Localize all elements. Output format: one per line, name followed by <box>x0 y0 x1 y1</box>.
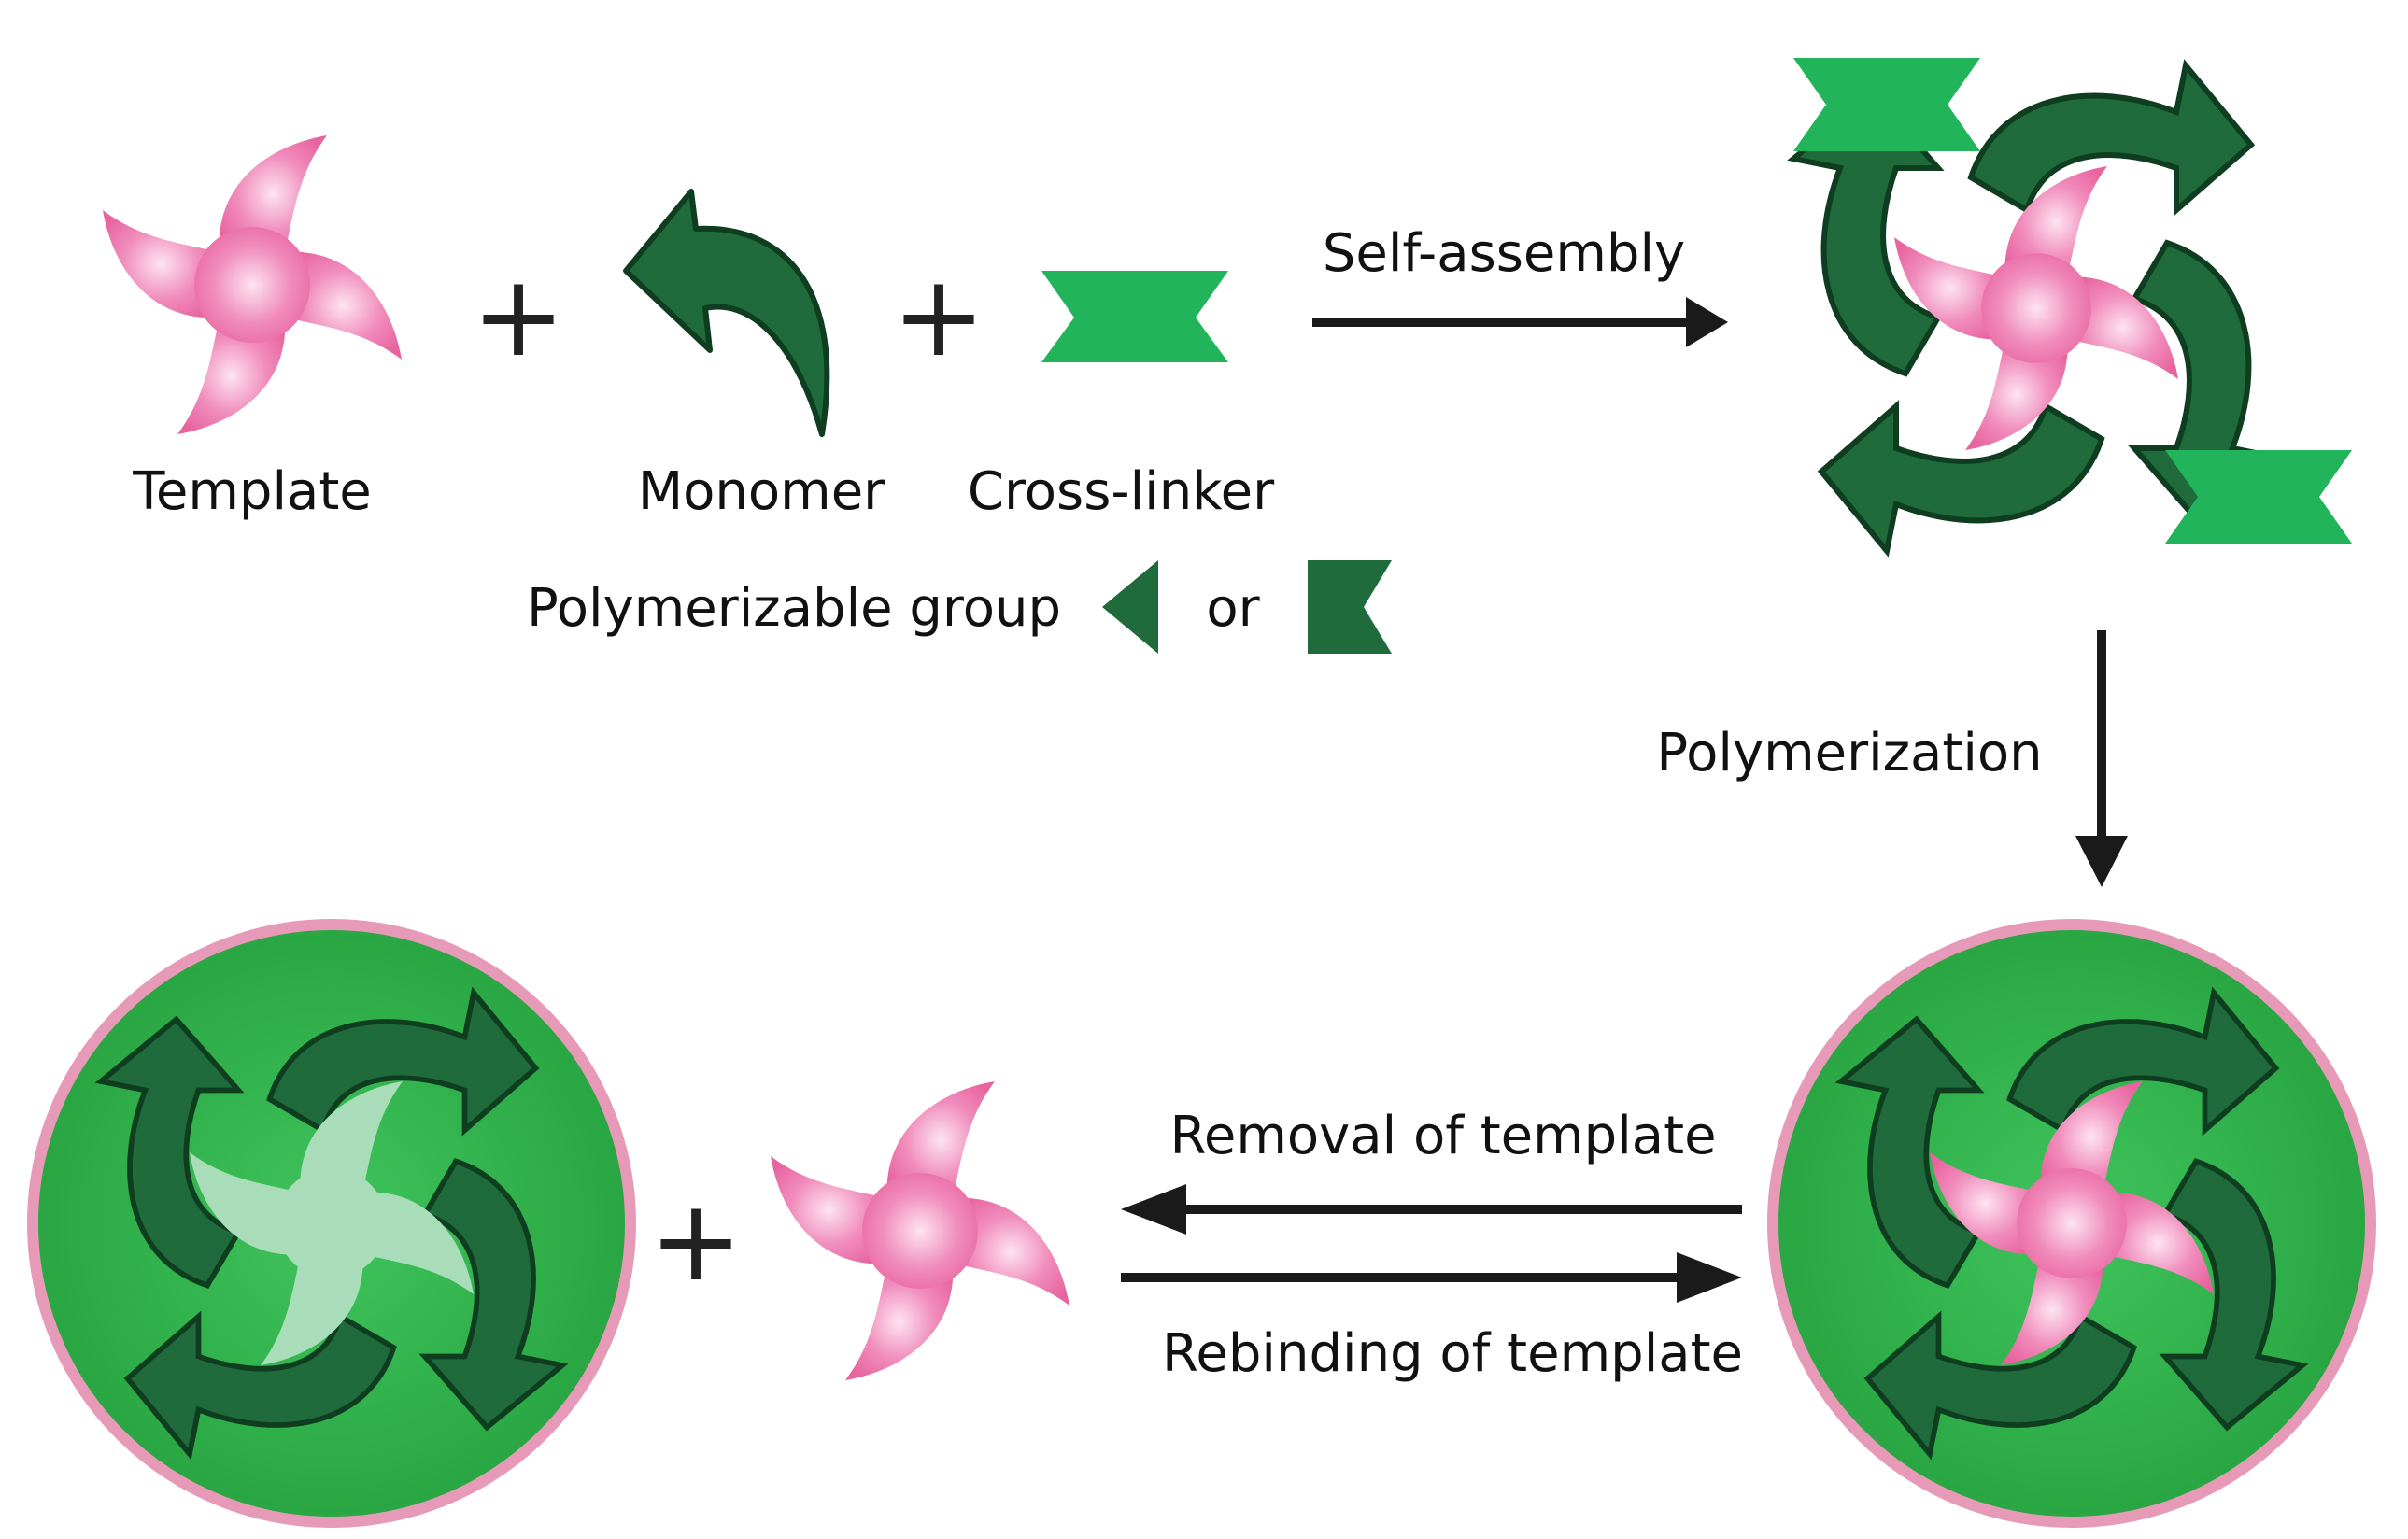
rebinding-arrowhead <box>1677 1252 1742 1303</box>
polymerizable-group-triangle <box>1102 560 1158 654</box>
polymerizable-group-notch <box>1308 560 1392 654</box>
cross-linker-shape <box>1041 271 1228 362</box>
template-label: Template <box>132 461 372 522</box>
imprinted-polymer-bound <box>1767 919 2376 1528</box>
or-label: or <box>1206 578 1260 639</box>
rebinding-label: Rebinding of template <box>1162 1323 1743 1384</box>
cross-linker-bottom <box>2165 450 2352 544</box>
self-assembly-arrowhead <box>1686 297 1728 347</box>
imprinted-polymer-empty <box>27 919 636 1528</box>
monomer-shape <box>623 189 830 437</box>
plus-sign-3: + <box>649 1177 744 1306</box>
template-shape <box>103 135 402 434</box>
polymerization-arrowhead <box>2075 836 2128 887</box>
self-assembly-label: Self-assembly <box>1323 223 1685 284</box>
released-template <box>771 1081 1069 1380</box>
polymerizable-group-label: Polymerizable group <box>527 578 1061 639</box>
plus-sign-2: + <box>892 252 986 382</box>
cross-linker-top <box>1793 58 1980 151</box>
plus-sign-1: + <box>472 252 566 382</box>
removal-label: Removal of template <box>1169 1106 1716 1166</box>
monomer-label: Monomer <box>638 461 885 522</box>
cross-linker-label: Cross-linker <box>968 461 1275 522</box>
removal-arrowhead <box>1121 1184 1186 1235</box>
polymerization-label: Polymerization <box>1656 723 2042 784</box>
